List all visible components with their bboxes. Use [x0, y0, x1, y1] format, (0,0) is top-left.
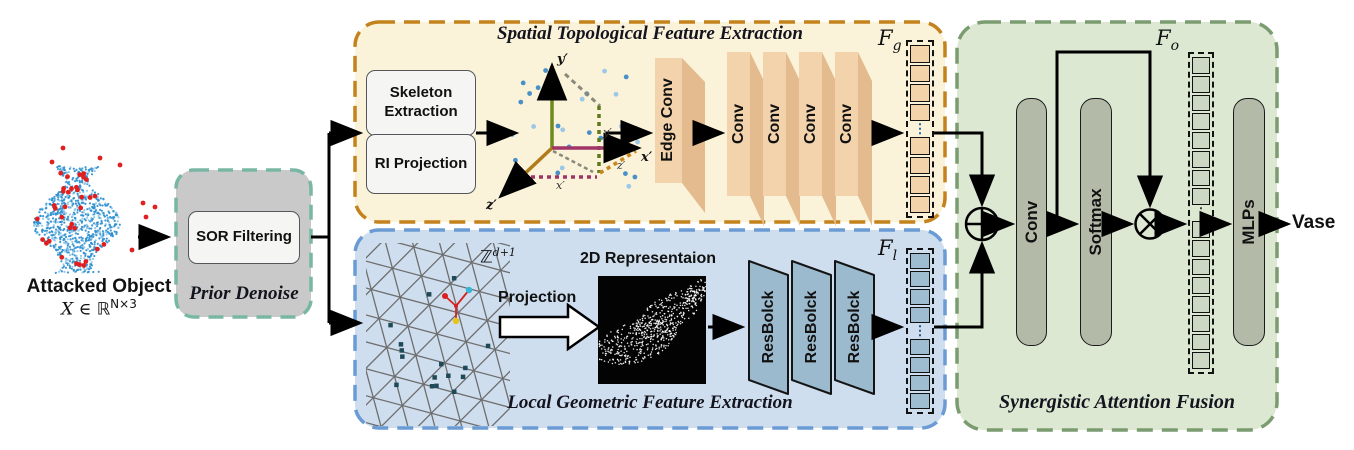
fo-label: Fo	[1156, 26, 1180, 55]
fo-cell	[1192, 221, 1210, 238]
projection-label: Projection	[498, 289, 577, 306]
red-point	[442, 293, 448, 299]
z-prime-proj-label: z′	[617, 159, 626, 172]
skeleton-extraction-label-line1: Skeleton	[389, 84, 453, 102]
fo-cell	[1192, 75, 1210, 93]
z-prime-axis-label: z′	[486, 198, 497, 213]
fl-cell	[910, 253, 930, 269]
fl-cell	[910, 375, 930, 391]
fl-cell	[910, 357, 930, 373]
construction-line-gray1	[563, 72, 602, 108]
fusion-softmax-label: Softmax	[1086, 188, 1105, 256]
nearest-simplex-tree	[442, 286, 473, 325]
fl-cell	[910, 307, 930, 323]
resblock-label: ResBolck	[760, 290, 777, 364]
fg-cell	[910, 176, 930, 194]
attacked-object-label: Attacked Object	[26, 276, 172, 297]
arrow-fl-to-add	[934, 240, 996, 329]
fg-cell	[910, 64, 930, 82]
fo-ellipsis: ⋮	[1194, 205, 1208, 220]
edge-conv-label: Edge Conv	[659, 78, 676, 162]
lattice-sample-points	[388, 276, 491, 394]
fo-cell	[1192, 333, 1210, 351]
resblock-label: ResBolck	[846, 290, 863, 364]
fg-ellipsis: ⋮	[913, 121, 927, 136]
fusion-softmax-bar: Softmax	[1080, 98, 1112, 346]
fo-cell	[1192, 113, 1210, 130]
fusion-mlps-bar: MLPs	[1233, 98, 1265, 346]
fo-cell	[1192, 258, 1210, 276]
conv-slab-label: Conv	[802, 104, 819, 144]
fg-cell	[910, 156, 930, 174]
image-pointcloud	[598, 278, 706, 365]
sor-filtering-label: SOR Filtering	[196, 228, 292, 246]
fo-cell	[1192, 314, 1210, 332]
cyan-point	[465, 286, 473, 294]
fusion-conv-label: Conv	[1021, 200, 1041, 244]
fl-ellipsis: ⋮	[913, 323, 927, 338]
prior-denoise-title: Prior Denoise	[189, 283, 299, 304]
multiply-operator-icon	[1134, 208, 1166, 240]
rotation-invariant-axes-plot	[498, 62, 642, 199]
fl-cell	[910, 271, 930, 287]
fl-feature-vector: ⋮	[906, 248, 934, 414]
fo-cell	[1192, 94, 1210, 112]
fl-label: Fl	[878, 236, 898, 265]
fg-label: Fg	[878, 26, 902, 55]
fo-cell	[1192, 132, 1210, 149]
y-prime-axis-label: y′	[557, 52, 568, 67]
projection-block-arrow	[498, 302, 602, 352]
fg-cell	[910, 103, 930, 121]
arrow-fg-to-add	[934, 131, 996, 208]
fg-feature-vector: ⋮	[906, 40, 934, 218]
fusion-title: Synergistic Attention Fusion	[999, 391, 1235, 413]
flow-arrows	[138, 50, 1292, 341]
construction-line-gray2	[552, 149, 594, 174]
fo-cell	[1192, 150, 1210, 168]
input-formula: X ∈ ℝN×3	[61, 297, 137, 320]
skeleton-extraction-label-line2: Extraction	[384, 103, 458, 120]
fo-cell	[1192, 57, 1210, 74]
fo-cell	[1192, 169, 1210, 187]
x-prime-proj-label: x′	[556, 179, 565, 192]
conv-slab-label: Conv	[838, 104, 855, 144]
local-branch-title: Local Geometric Feature Extraction	[507, 392, 793, 413]
conv-slab-label: Conv	[730, 104, 747, 144]
lattice-label: ℤd+1	[480, 246, 516, 268]
x-prime-axis-label: x′	[641, 150, 653, 165]
attacked-object-pointcloud	[33, 145, 158, 274]
2d-representation-image	[598, 276, 706, 384]
conv-slab-label: Conv	[766, 104, 783, 144]
sor-filtering-box: SOR Filtering	[188, 211, 300, 264]
skeleton-extraction-box: Skeleton Extraction	[366, 70, 476, 136]
resblock-label: ResBolck	[803, 290, 820, 364]
yellow-point	[452, 317, 460, 325]
fo-cell	[1192, 352, 1210, 369]
z-prime-axis	[498, 146, 554, 199]
fo-feature-vector: ⋮	[1188, 52, 1214, 374]
fo-cell	[1192, 188, 1210, 205]
fo-cell	[1192, 277, 1210, 294]
fl-cell	[910, 289, 930, 305]
fg-cell	[910, 84, 930, 102]
fusion-mlps-label: MLPs	[1239, 199, 1258, 245]
y-prime-proj-label: y′	[603, 126, 612, 139]
fo-cell	[1192, 296, 1210, 313]
fg-cell	[910, 45, 930, 63]
fl-cell	[910, 339, 930, 355]
add-operator-icon	[964, 206, 1000, 242]
ri-projection-label: RI Projection	[374, 154, 468, 172]
image-title: 2D Representaion	[579, 250, 717, 267]
fusion-conv-bar: Conv	[1016, 98, 1047, 346]
fo-cell	[1192, 239, 1210, 257]
fg-cell	[910, 195, 930, 213]
spatial-branch-title: Spatial Topological Feature Extraction	[497, 23, 803, 44]
output-label: Vase	[1292, 212, 1336, 233]
ri-projection-box: RI Projection	[366, 134, 476, 194]
fg-cell	[910, 137, 930, 155]
fusion-box	[955, 20, 1279, 432]
